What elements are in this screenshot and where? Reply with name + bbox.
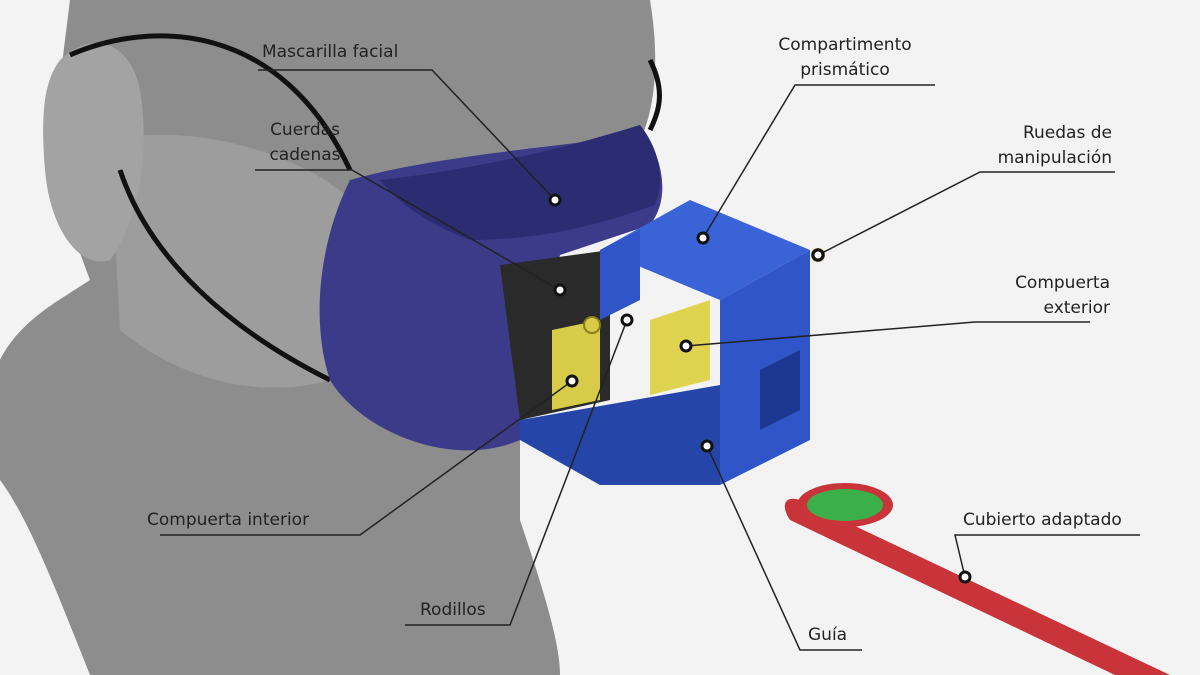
label-line: manipulación xyxy=(997,148,1112,168)
ear xyxy=(43,43,144,262)
spoon-handle xyxy=(784,498,1170,675)
guide-slot xyxy=(760,350,800,430)
label-cubierto-adaptado: Cubierto adaptado xyxy=(963,510,1122,530)
label-compartimento-prismatico: Compartimento prismático xyxy=(750,33,940,83)
prismatic-compartment-front xyxy=(520,385,720,485)
label-line: Cuerdas xyxy=(270,120,340,140)
label-mascarilla-facial: Mascarilla facial xyxy=(262,42,399,62)
prismatic-compartment-top xyxy=(600,200,810,300)
mask-top-fold xyxy=(380,125,660,240)
label-rodillos: Rodillos xyxy=(420,600,486,620)
label-ruedas-manipulacion: Ruedas de manipulación xyxy=(960,121,1112,171)
box-left-frame xyxy=(600,230,640,320)
label-line: exterior xyxy=(1043,298,1110,318)
label-compuerta-exterior: Compuerta exterior xyxy=(960,271,1110,321)
mask-strap-lower xyxy=(117,169,332,383)
leader-lines xyxy=(160,69,1140,651)
label-line: Compuerta xyxy=(1015,273,1110,293)
callout-dots xyxy=(548,193,972,584)
mask-strap-upper xyxy=(68,33,353,172)
label-guia: Guía xyxy=(808,625,848,645)
label-line: prismático xyxy=(800,60,890,80)
cheek-shading xyxy=(110,134,360,388)
roller xyxy=(583,316,601,334)
label-line: Ruedas de xyxy=(1022,123,1112,143)
label-compuerta-interior: Compuerta interior xyxy=(147,510,310,530)
spoon-tip-green xyxy=(807,489,883,521)
label-line: cadenas xyxy=(269,145,341,165)
label-line: Compartimento xyxy=(778,35,912,55)
label-cuerdas-cadenas: Cuerdas cadenas xyxy=(255,118,355,168)
mask-strap-back xyxy=(647,58,662,132)
